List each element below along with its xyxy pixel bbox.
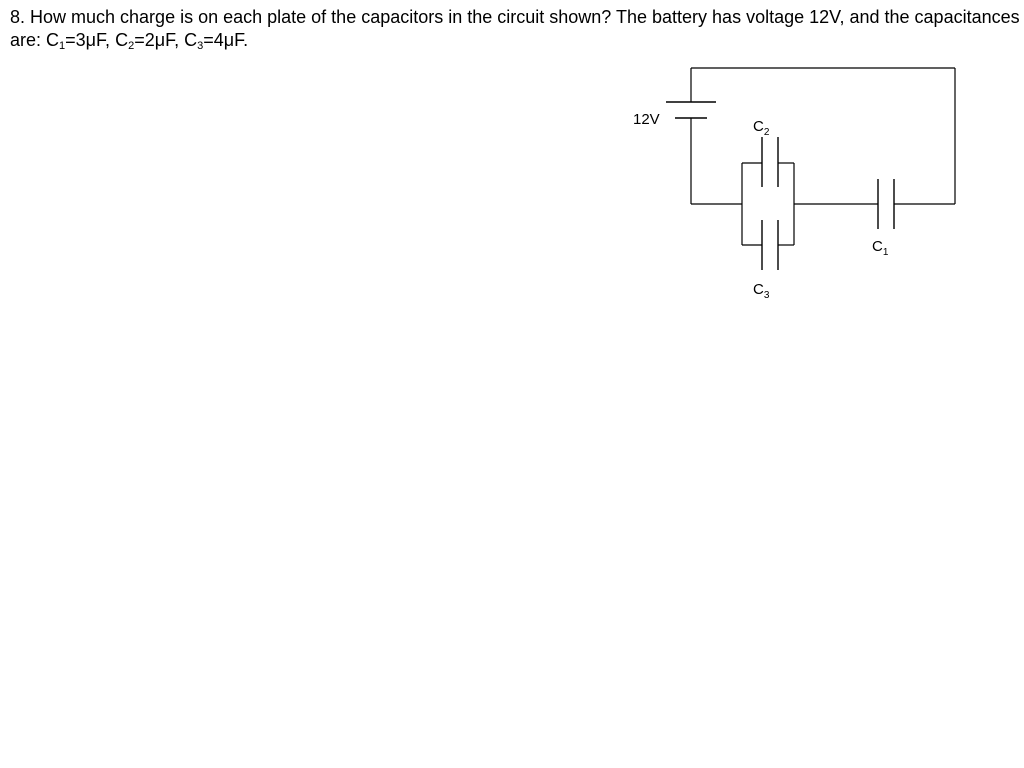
c2-value: =2μF, <box>134 30 185 50</box>
c1-symbol: C <box>46 30 60 50</box>
c2-label-letter: C <box>753 118 764 135</box>
c3-label-letter: C <box>753 281 764 298</box>
c1-label: C1 <box>872 238 889 258</box>
c3-subscript: 3 <box>197 40 204 52</box>
c1-label-letter: C <box>872 238 883 255</box>
c1-subscript: 1 <box>59 40 66 52</box>
battery <box>666 101 716 119</box>
c2-subscript: 2 <box>128 40 135 52</box>
circuit-wires <box>690 67 956 246</box>
question-text: 8. How much charge is on each plate of t… <box>10 6 1022 52</box>
c3-label-sub: 3 <box>764 290 770 301</box>
capacitor-c1 <box>877 179 895 229</box>
c1-label-sub: 1 <box>883 247 889 258</box>
capacitor-c3 <box>761 220 779 270</box>
c2-label-sub: 2 <box>764 127 770 138</box>
c3-label: C3 <box>753 281 770 301</box>
c3-symbol: C <box>184 30 198 50</box>
c2-label: C2 <box>753 118 770 138</box>
c3-value: =4μF. <box>203 30 249 50</box>
c1-value: =3μF, <box>65 30 116 50</box>
capacitor-c2 <box>761 137 779 187</box>
battery-voltage-label: 12V <box>633 111 660 128</box>
question-lead: 8. How much charge is on each plate of t… <box>10 7 1020 50</box>
c2-symbol: C <box>115 30 129 50</box>
